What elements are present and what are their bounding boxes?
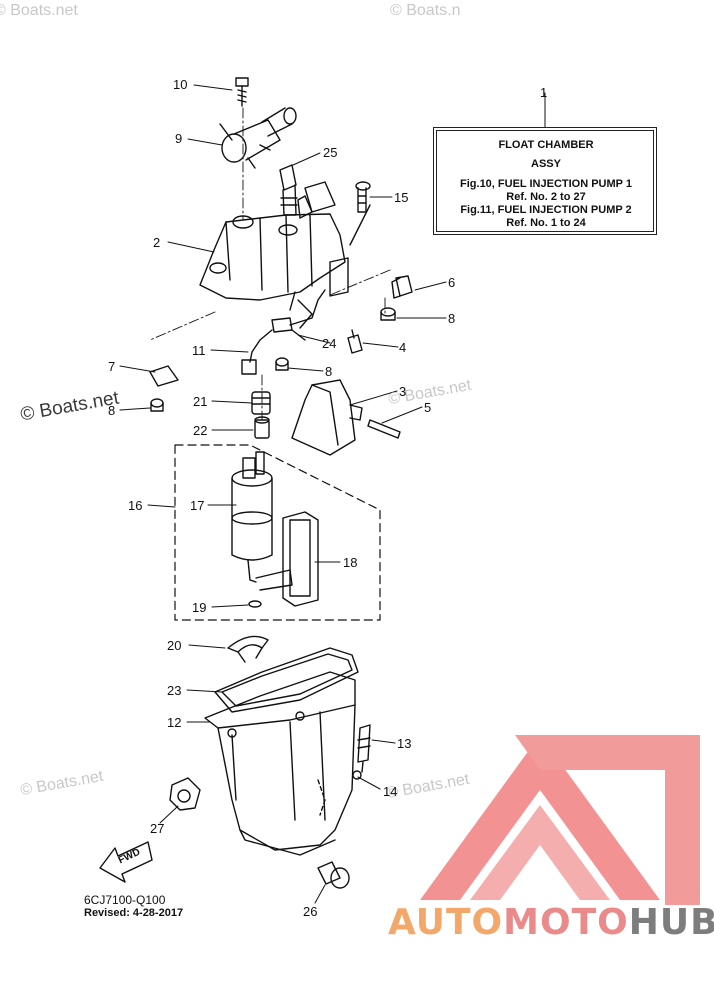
brand-wordmark: AUTOMOTOHUB: [388, 905, 714, 941]
pin-5: [367, 419, 401, 439]
fitting-25: [279, 164, 298, 216]
filter-18: [255, 511, 319, 607]
legend-ref-fig10: Fig.10, FUEL INJECTION PUMP 1: [460, 178, 632, 190]
legend-title: FLOAT CHAMBER: [498, 139, 594, 151]
valve-13: [357, 724, 371, 773]
callout-number: 18: [343, 555, 358, 570]
legend-box: FLOAT CHAMBER ASSY Fig.10, FUEL INJECTIO…: [433, 127, 657, 235]
callout-number: 15: [394, 190, 409, 205]
wiring-harness-11-24: [241, 289, 326, 375]
revised-date: Revised: 4-28-2017: [84, 907, 184, 919]
plug-26: [317, 861, 350, 889]
alignment-lines: [149, 107, 391, 421]
legend-ref-fig11-range: Ref. No. 1 to 24: [506, 217, 586, 229]
watermark: © Boats.n: [390, 2, 461, 19]
o-ring-14: [352, 770, 362, 780]
callout-1: 1: [540, 85, 548, 100]
bolt-10: [235, 77, 249, 107]
gasket-20: [227, 635, 269, 663]
callout-number: 19: [192, 600, 207, 615]
group-box-16: [174, 444, 381, 621]
callout-number: 11: [192, 343, 206, 358]
legend-ref-fig11: Fig.11, FUEL INJECTION PUMP 2: [460, 204, 632, 216]
watermark: © Boats.net: [0, 2, 78, 19]
callout-number: 7: [108, 359, 116, 374]
legend-subtitle: ASSY: [531, 158, 561, 170]
callout-number: 2: [153, 235, 161, 250]
brand-part-hub: HUB: [628, 902, 714, 943]
callout-number: 24: [322, 336, 337, 351]
callout-number: 26: [303, 904, 318, 919]
callout-number: 13: [397, 736, 412, 751]
callout-number: 9: [175, 131, 183, 146]
callout-number: 10: [173, 77, 188, 92]
callout-number: 21: [193, 394, 208, 409]
callout-number: 8: [325, 364, 333, 379]
callout-number: 17: [190, 498, 205, 513]
callout-number: 22: [193, 423, 208, 438]
fuel-pump-17: [231, 451, 273, 583]
part-code: 6CJ7100-Q100: [84, 893, 166, 907]
gasket-23: [214, 647, 359, 713]
cover-3: [291, 379, 363, 456]
pad-7: [149, 365, 179, 387]
callout-number: 5: [424, 400, 432, 415]
brand-part-auto: AUTO: [388, 902, 504, 943]
callout-number: 20: [167, 638, 182, 653]
brand-part-moto: MOTO: [503, 902, 629, 943]
callout-number: 16: [128, 498, 143, 513]
callout-number: 4: [399, 340, 407, 355]
brand-logo-mark: [420, 735, 700, 905]
pressure-regulator-9: [219, 107, 297, 169]
callout-number: 27: [150, 821, 165, 836]
callout-number: 14: [383, 784, 398, 799]
callout-number: 6: [448, 275, 456, 290]
float-chamber-12: [204, 671, 356, 856]
callout-number: 12: [167, 715, 182, 730]
damper-21: [251, 391, 271, 415]
callout-number: 23: [167, 683, 182, 698]
legend-ref-fig10-range: Ref. No. 2 to 27: [506, 191, 586, 203]
drain-plug-27: [169, 777, 201, 811]
clamp-6: [391, 275, 413, 299]
callout-number: 8: [108, 403, 116, 418]
sensor-4: [347, 329, 363, 354]
callout-number: 25: [323, 145, 338, 160]
screw-8-c: [150, 398, 164, 412]
screw-8-b: [275, 357, 289, 371]
screw-8-a: [380, 307, 396, 321]
float-chamber-head-2: [199, 181, 371, 329]
bolt-15: [355, 181, 371, 213]
leader-lines: [119, 84, 546, 904]
spacer-22: [254, 416, 270, 439]
callout-number: 3: [399, 384, 407, 399]
callout-number: 8: [448, 311, 456, 326]
clip-19: [248, 600, 262, 608]
fwd-arrow-icon: [99, 841, 153, 883]
